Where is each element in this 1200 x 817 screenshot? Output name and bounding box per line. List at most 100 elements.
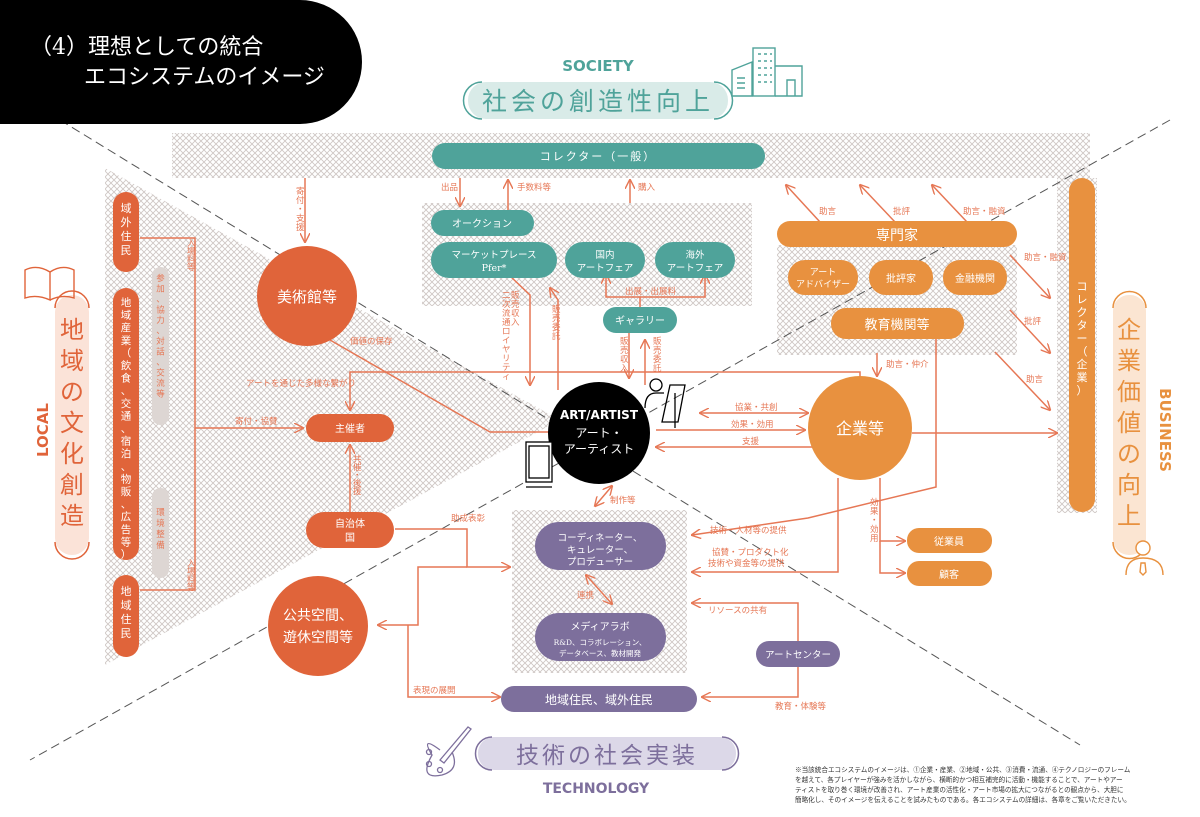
local-industry-node[interactable]: 地域産業（飲食、交通、宿泊、物販、広告等） xyxy=(113,288,139,561)
local-nodes: 域外住民 地域産業（飲食、交通、宿泊、物販、広告等） 地域住民 参加、協力、対話… xyxy=(113,192,394,676)
svg-text:R&D、コラボレーション、: R&D、コラボレーション、 xyxy=(554,638,647,647)
svg-text:参加、協力、対話、交流等: 参加、協力、対話、交流等 xyxy=(156,273,165,400)
domestic-fair-node[interactable]: 国内 アートフェア xyxy=(565,242,645,278)
svg-text:国内: 国内 xyxy=(595,249,614,261)
label-entry-fee-bottom: 入場料等 xyxy=(187,559,196,593)
business-jp: 企業価値の向上 xyxy=(1117,316,1141,530)
svg-text:教育機関等: 教育機関等 xyxy=(864,317,929,333)
art-center-node[interactable]: アートセンター xyxy=(756,641,840,667)
svg-text:批評家: 批評家 xyxy=(886,272,916,285)
financial-node[interactable]: 金融機関 xyxy=(943,260,1007,295)
label-purchase: 購入 xyxy=(638,182,656,193)
technology-nodes: コーディネーター、 キュレーター、 プロデューサー メディアラボ R&D、コラボ… xyxy=(501,522,840,712)
employee-node[interactable]: 従業員 xyxy=(907,528,992,553)
education-node[interactable]: 教育機関等 xyxy=(831,308,964,339)
svg-text:ART/ARTIST: ART/ARTIST xyxy=(560,408,639,422)
label-advice-finance: 助言・融資 xyxy=(963,206,1006,217)
expert-nodes: 専門家 アート アドバイザー 批評家 金融機関 教育機関等 コレクター（企業） … xyxy=(777,178,1095,586)
experts-node[interactable]: 専門家 xyxy=(777,221,1017,247)
svg-text:従業員: 従業員 xyxy=(934,535,964,548)
overseas-fair-node[interactable]: 海外 アートフェア xyxy=(655,242,735,278)
label-secondary-royalty: 二次流通ロイヤリティ xyxy=(502,291,511,382)
auction-node[interactable]: オークション xyxy=(431,210,534,236)
label-fee: 手数料等 xyxy=(517,182,552,193)
arrow-employee xyxy=(879,478,905,541)
technology-jp: 技術の社会実装 xyxy=(516,743,698,769)
line-entry-fee-bracket xyxy=(140,237,196,591)
svg-text:アート・: アート・ xyxy=(575,426,622,440)
svg-text:金融機関: 金融機関 xyxy=(955,272,995,285)
label-sponsorship-2: 技術や資金等の提供 xyxy=(708,558,785,569)
customer-node[interactable]: 顧客 xyxy=(907,561,992,586)
coordinator-node[interactable]: コーディネーター、 キュレーター、 プロデューサー xyxy=(535,522,666,570)
artist-node[interactable]: ART/ARTIST アート・ アーティスト xyxy=(525,378,686,488)
svg-text:コーディネーター、: コーディネーター、 xyxy=(558,532,643,544)
arrow-subsidy xyxy=(395,528,510,567)
label-exhibit-fee: 出展・出展料 xyxy=(625,286,677,297)
svg-text:企業等: 企業等 xyxy=(836,419,884,438)
svg-text:Pfer*: Pfer* xyxy=(482,263,507,274)
arrow-critique-corp xyxy=(1009,309,1050,353)
svg-text:アート: アート xyxy=(810,268,836,278)
businessperson-icon xyxy=(1125,540,1164,576)
arrow-edu-experience xyxy=(702,667,799,697)
public-space-node[interactable]: 公共空間、 遊休空間等 xyxy=(268,576,368,676)
organizer-node[interactable]: 主催者 xyxy=(306,414,394,442)
arrow-expression xyxy=(407,625,500,697)
arrow-finance-corp xyxy=(1009,254,1050,298)
svg-text:アドバイザー: アドバイザー xyxy=(796,279,850,290)
svg-text:キュレーター、: キュレーター、 xyxy=(567,545,633,556)
critic-node[interactable]: 批評家 xyxy=(869,260,933,295)
arrow-resource-share xyxy=(692,603,799,641)
residents-node[interactable]: 地域住民、域外住民 xyxy=(501,686,697,712)
svg-text:プロデューサー: プロデューサー xyxy=(567,556,633,568)
collector-general-node[interactable]: コレクター（一般） xyxy=(432,143,765,169)
municipality-node[interactable]: 自治体 国 xyxy=(306,512,394,548)
label-support: 支援 xyxy=(742,436,760,447)
business-en: BUSINESS xyxy=(1156,388,1174,472)
arrow-public-space xyxy=(378,566,467,625)
label-cohost: 共催・後援 xyxy=(353,455,362,497)
local-residents-node[interactable]: 地域住民 xyxy=(113,575,139,657)
museum-node[interactable]: 美術館等 xyxy=(257,246,357,346)
collector-corp-node[interactable]: コレクター（企業） xyxy=(1069,178,1095,512)
marketplace-node[interactable]: マーケットプレース Pfer* xyxy=(431,242,557,278)
svg-text:コレクター（企業）: コレクター（企業） xyxy=(1077,280,1088,397)
svg-text:簡略化し、そのイメージを伝えることを試みたものである。各エコ: 簡略化し、そのイメージを伝えることを試みたものである。各エコシステムの詳細は、各… xyxy=(795,795,1131,804)
environment-pill: 環境整備 xyxy=(152,488,169,578)
label-expression: 表現の展開 xyxy=(413,685,456,696)
gallery-node[interactable]: ギャラリー xyxy=(603,307,677,333)
local-label: LOCAL 地域の文化創造 xyxy=(24,266,90,560)
label-sales-income: 販売収入 xyxy=(511,290,520,328)
society-en: SOCIETY xyxy=(562,57,635,75)
art-advisor-node[interactable]: アート アドバイザー xyxy=(788,260,858,295)
arrow-advice-collector xyxy=(786,185,821,223)
society-pill xyxy=(468,82,728,119)
svg-text:域外住民: 域外住民 xyxy=(121,202,132,257)
arrow-customer xyxy=(879,541,905,573)
arrow-finance-collector xyxy=(932,185,968,223)
market-nodes: コレクター（一般） オークション マーケットプレース Pfer* 国内 アートフ… xyxy=(431,143,765,333)
technology-pill xyxy=(478,737,736,770)
label-edu-experience: 教育・体験等 xyxy=(775,701,827,712)
footnote: ※当該統合エコシステムのイメージは、①企業・産業、②地域・公共、③消費・流通、④… xyxy=(795,765,1131,804)
svg-text:美術館等: 美術館等 xyxy=(277,288,337,306)
label-production: 制作等 xyxy=(610,495,636,506)
label-tech-talent: 技術・人材等の提供 xyxy=(710,525,787,536)
svg-text:地域住民: 地域住民 xyxy=(121,585,132,640)
local-pill xyxy=(55,295,89,555)
society-jp: 社会の創造性向上 xyxy=(482,87,714,116)
arrow-sales-income-artist xyxy=(509,275,530,385)
label-donation-sponsor: 寄付・協賛 xyxy=(235,416,278,427)
svg-text:ティストを取り巻く環境が改善され、アート産業の活性化・アート: ティストを取り巻く環境が改善され、アート産業の活性化・アート市場の拡大につながる… xyxy=(795,785,1124,794)
label-subsidy: 助成表彰 xyxy=(451,513,486,524)
label-value-preserve: 価値の保存 xyxy=(350,336,393,347)
outside-residents-node[interactable]: 域外住民 xyxy=(113,192,139,272)
media-lab-node[interactable]: メディアラボ R&D、コラボレーション、 データベース、教材開発 xyxy=(535,613,666,661)
buildings-icon xyxy=(731,47,803,97)
label-critique-r: 批評 xyxy=(1024,316,1042,327)
label-advice-r: 助言 xyxy=(1026,374,1044,385)
company-node[interactable]: 企業等 xyxy=(808,376,912,480)
svg-text:顧客: 顧客 xyxy=(939,568,959,581)
